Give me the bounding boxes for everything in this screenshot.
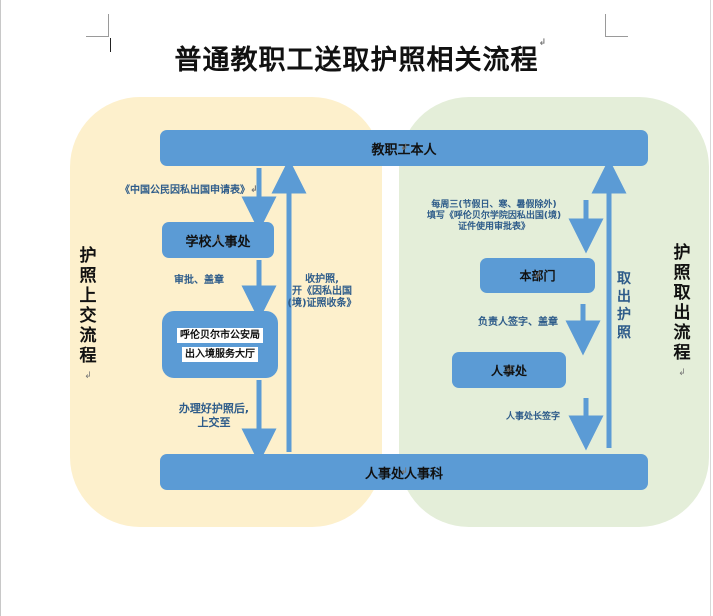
page-left-edge xyxy=(0,0,1,616)
page-right-edge xyxy=(710,0,711,616)
police-bureau-line-2: 出入境服务大厅 xyxy=(182,346,258,362)
department-box-label: 本部门 xyxy=(519,269,556,283)
school-hr-box: 学校人事处↲ xyxy=(162,222,274,258)
left-side-label-text: 护照上交流程 xyxy=(79,246,97,366)
retrieve-passport-label: 取出护照 xyxy=(617,271,631,341)
hr-section-box: 人事处人事科↲ xyxy=(160,454,648,490)
left-side-label: 护照上交流程 ↲ xyxy=(78,246,98,386)
collect-note-line-1: 收护照, xyxy=(305,274,339,285)
apply-form-text: 《中国公民因私出国申请表》 xyxy=(120,185,250,196)
submit-note-line-1: 办理好护照后, xyxy=(178,402,250,415)
staff-box-label: 教职工本人 xyxy=(371,142,437,158)
paragraph-mark: ↲ xyxy=(400,467,408,477)
paragraph-mark: ↲ xyxy=(678,368,686,378)
department-box: 本部门↲ xyxy=(480,258,595,293)
hr-office-box-label: 人事处 xyxy=(490,363,527,378)
hr-office-box: 人事处↲ xyxy=(452,352,566,388)
right-side-label-text: 护照取出流程 xyxy=(673,243,691,363)
paragraph-mark: ↲ xyxy=(400,143,408,153)
paragraph-mark: ↲ xyxy=(505,365,513,375)
crop-mark-top-left xyxy=(86,14,109,37)
paragraph-mark: ↲ xyxy=(214,235,222,245)
paragraph-mark: ↲ xyxy=(533,270,542,281)
document-title: 普通教职工送取护照相关流程↲ xyxy=(0,38,713,77)
title-text: 普通教职工送取护照相关流程 xyxy=(174,45,539,76)
weekly-note-line-2: 填写《呼伦贝尔学院因私出国(境) xyxy=(426,211,562,221)
collect-note-line-3: (境)证照收条》 xyxy=(287,298,357,309)
submit-passport-note: 办理好护照后, 上交至 xyxy=(170,402,258,430)
paragraph-mark: ↲ xyxy=(538,38,548,48)
right-side-label: 护照取出流程 ↲ xyxy=(672,243,692,383)
weekly-note-line-3: 证件使用审批表》 xyxy=(457,222,530,232)
leader-sign-note: 负责人签字、盖章 xyxy=(478,317,558,328)
paragraph-mark: ↲ xyxy=(84,371,92,381)
police-bureau-line-1: 呼伦贝尔市公安局 xyxy=(177,327,263,343)
weekly-note-line-1: 每周三(节假日、寒、暑假除外) xyxy=(431,200,557,210)
collect-receipt-note: 收护照, 开《因私出国 (境)证照收条》 xyxy=(285,274,359,310)
staff-box: 教职工本人↲ xyxy=(160,130,648,166)
apply-form-note: 《中国公民因私出国申请表》↲ xyxy=(120,184,258,197)
submit-note-line-2: 上交至 xyxy=(197,416,231,429)
hr-head-sign-note: 人事处长签字 xyxy=(506,412,561,422)
approve-stamp-note: 审批、盖章 xyxy=(174,275,224,286)
police-bureau-box: 呼伦贝尔市公安局 出入境服务大厅 xyxy=(162,311,278,378)
paragraph-mark: ↲ xyxy=(250,185,258,195)
hr-section-box-label: 人事处人事科 xyxy=(364,466,443,482)
school-hr-box-label: 学校人事处 xyxy=(185,234,251,250)
collect-note-line-2: 开《因私出国 xyxy=(292,286,352,297)
crop-mark-top-right xyxy=(605,14,628,37)
text-cursor xyxy=(110,38,111,52)
weekly-form-note: 每周三(节假日、寒、暑假除外) 填写《呼伦贝尔学院因私出国(境) 证件使用审批表… xyxy=(405,200,583,233)
